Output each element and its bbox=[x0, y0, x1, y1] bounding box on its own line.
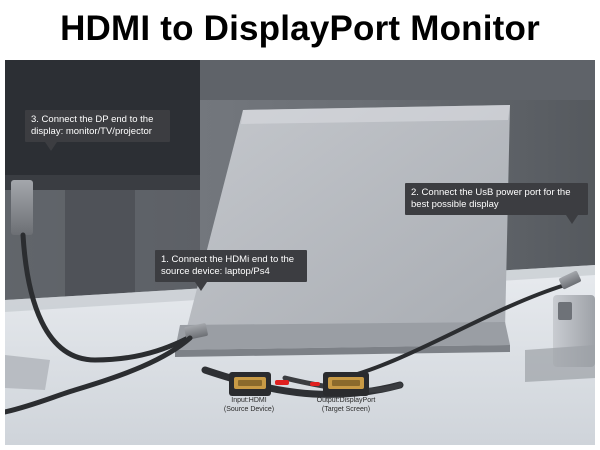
red-accent-1 bbox=[275, 380, 289, 385]
callout-usb-power-tail bbox=[566, 215, 578, 224]
input-port-sub: (Source Device) bbox=[223, 405, 275, 413]
callout-hdmi-end-tail bbox=[195, 282, 207, 291]
callout-hdmi-end-text: 1. Connect the HDMi end to the source de… bbox=[161, 254, 295, 277]
product-scene: 3. Connect the DP end to the display: mo… bbox=[5, 60, 595, 445]
laptop-base-front bbox=[175, 345, 510, 357]
page-title: HDMI to DisplayPort Monitor bbox=[60, 9, 540, 48]
output-port-name: Output:DisplayPort bbox=[316, 397, 376, 404]
input-port-label: Input:HDMI (Source Device) bbox=[221, 397, 277, 414]
output-port-label: Output:DisplayPort (Target Screen) bbox=[308, 397, 384, 414]
dp-connector-top bbox=[11, 180, 33, 235]
input-port-name: Input:HDMI bbox=[231, 397, 267, 404]
usb-connector bbox=[559, 270, 581, 290]
callout-dp-end-text: 3. Connect the DP end to the display: mo… bbox=[31, 114, 154, 137]
callout-usb-power-text: 2. Connect the UsB power port for the be… bbox=[411, 187, 571, 210]
monitor-left-edge bbox=[5, 175, 200, 190]
monitor-lower bbox=[5, 190, 200, 300]
cable-hdmi bbox=[5, 335, 193, 415]
cable-dp bbox=[20, 232, 203, 363]
callout-usb-power: 2. Connect the UsB power port for the be… bbox=[405, 183, 588, 224]
charger-base bbox=[525, 345, 595, 382]
red-accent-2 bbox=[310, 382, 320, 386]
stand-base bbox=[5, 355, 50, 390]
callout-dp-end-tail bbox=[45, 142, 57, 151]
laptop-lid-highlight bbox=[241, 105, 510, 124]
laptop-base bbox=[175, 322, 510, 350]
output-port-sub: (Target Screen) bbox=[321, 405, 371, 413]
callout-dp-end: 3. Connect the DP end to the display: mo… bbox=[25, 110, 170, 151]
callout-hdmi-end: 1. Connect the HDMi end to the source de… bbox=[155, 250, 307, 291]
charger-port bbox=[558, 302, 572, 320]
scene-illustration bbox=[5, 60, 595, 445]
